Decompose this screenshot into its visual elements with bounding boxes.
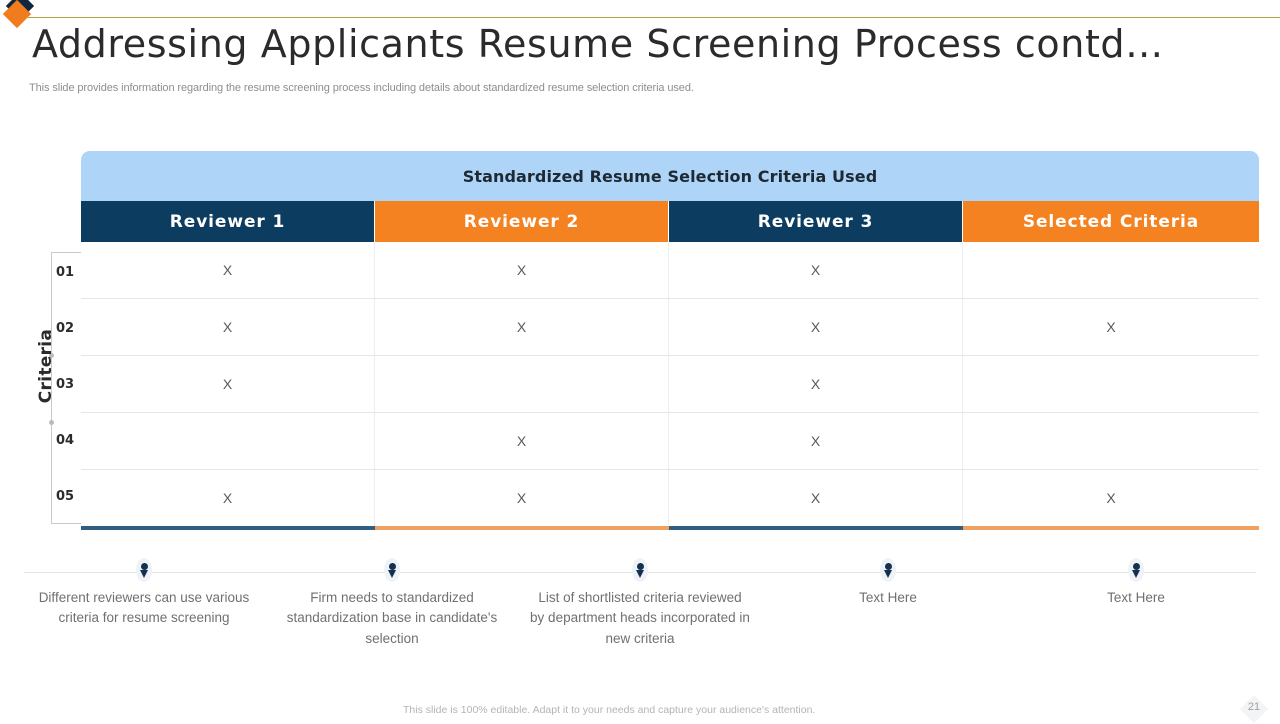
map-pin-icon [383, 558, 401, 584]
map-pin-icon [631, 558, 649, 584]
bracket-dot-upper [49, 353, 54, 358]
bracket-tick-bottom [51, 523, 81, 524]
callout-text: Text Here [859, 590, 917, 605]
row-number: 02 [55, 321, 75, 336]
table-cell-marked[interactable]: X [669, 413, 963, 469]
map-pin-dot [389, 563, 396, 570]
criteria-table: Standardized Resume Selection Criteria U… [81, 151, 1259, 530]
table-cell-marked[interactable]: X [81, 242, 375, 298]
map-pin-dot [141, 563, 148, 570]
table-cell-empty[interactable] [963, 242, 1259, 298]
table-cell-marked[interactable]: X [375, 413, 669, 469]
table-banner-title: Standardized Resume Selection Criteria U… [462, 166, 878, 186]
table-accent-segment [669, 526, 963, 530]
map-pin-point [140, 570, 148, 578]
table-cell-marked[interactable]: X [669, 356, 963, 412]
bracket-dot-lower [49, 420, 54, 425]
map-pin-icon [1127, 558, 1145, 584]
table-cell-empty[interactable] [963, 413, 1259, 469]
table-accent-segment [963, 526, 1259, 530]
table-cell-empty[interactable] [81, 413, 375, 469]
callout-text: List of shortlisted criteria reviewed by… [530, 590, 750, 646]
table-cell-empty[interactable] [963, 356, 1259, 412]
table-cell-marked[interactable]: X [375, 242, 669, 298]
map-pin-point [388, 570, 396, 578]
table-cell-marked[interactable]: X [669, 470, 963, 526]
table-header-cell[interactable]: Reviewer 1 [81, 201, 375, 242]
table-cell-marked[interactable]: X [81, 356, 375, 412]
criteria-axis-bracket: Criteria [29, 252, 81, 524]
page-subtitle: This slide provides information regardin… [29, 82, 694, 94]
table-accent-segment [81, 526, 375, 530]
table-header-cell[interactable]: Reviewer 2 [375, 201, 669, 242]
table-cell-marked[interactable]: X [81, 470, 375, 526]
table-header-cell[interactable]: Reviewer 3 [669, 201, 963, 242]
table-header-cell[interactable]: Selected Criteria [963, 201, 1259, 242]
row-number: 01 [55, 265, 75, 280]
callout-item: List of shortlisted criteria reviewed by… [516, 558, 764, 649]
callout-item: Different reviewers can use various crit… [20, 558, 268, 649]
table-cell-marked[interactable]: X [963, 299, 1259, 355]
map-pin-dot [1133, 563, 1140, 570]
callout-text: Firm needs to standardized standardizati… [286, 590, 498, 646]
page-number-badge: 21 [1239, 694, 1269, 724]
table-cell-marked[interactable]: X [963, 470, 1259, 526]
map-pin-point [636, 570, 644, 578]
row-number: 04 [55, 433, 75, 448]
map-pin-point [1132, 570, 1140, 578]
bracket-line [51, 252, 52, 524]
callout-item: Text Here [1012, 558, 1260, 649]
table-cell-marked[interactable]: X [375, 299, 669, 355]
footer-note: This slide is 100% editable. Adapt it to… [403, 704, 816, 716]
map-pin-point [884, 570, 892, 578]
page-number: 21 [1247, 701, 1261, 713]
table-accent-footer [81, 526, 1259, 530]
row-number: 05 [55, 489, 75, 504]
table-cell-marked[interactable]: X [375, 470, 669, 526]
table-accent-segment [375, 526, 669, 530]
page-title: Addressing Applicants Resume Screening P… [32, 22, 1164, 66]
bracket-tick-top [51, 252, 81, 253]
callout-text: Different reviewers can use various crit… [38, 590, 250, 626]
map-pin-icon [135, 558, 153, 584]
map-pin-dot [885, 563, 892, 570]
table-cell-marked[interactable]: X [669, 242, 963, 298]
table-cell-marked[interactable]: X [669, 299, 963, 355]
table-banner: Standardized Resume Selection Criteria U… [81, 151, 1259, 201]
top-accent-rule [28, 17, 1280, 18]
map-pin-dot [637, 563, 644, 570]
map-pin-icon [879, 558, 897, 584]
callout-item: Text Here [764, 558, 1012, 649]
row-number: 03 [55, 377, 75, 392]
callout-text: Text Here [1107, 590, 1165, 605]
callout-list: Different reviewers can use various crit… [20, 558, 1260, 649]
table-cell-marked[interactable]: X [81, 299, 375, 355]
callout-item: Firm needs to standardized standardizati… [268, 558, 516, 649]
table-cell-empty[interactable] [375, 356, 669, 412]
